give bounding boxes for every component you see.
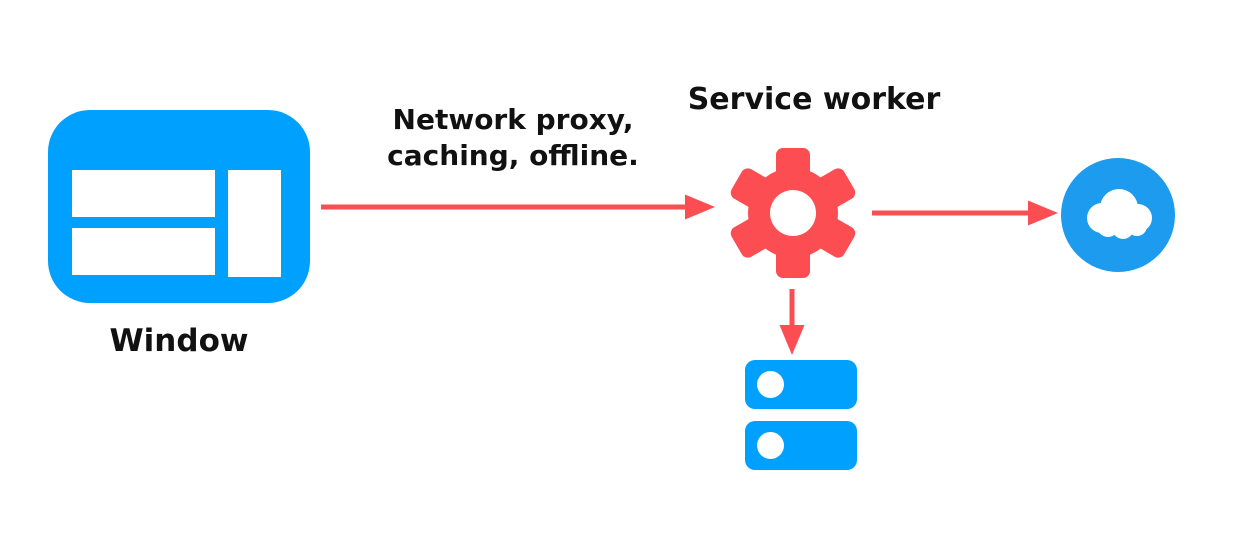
- service-worker-node-label: Service worker: [687, 82, 941, 117]
- storage-stack-icon: [745, 360, 857, 470]
- cloud-icon: [1061, 158, 1175, 272]
- window-node-label: Window: [109, 323, 249, 359]
- storage-disk-bottom: [745, 421, 857, 470]
- storage-disk-indicator: [757, 432, 784, 459]
- storage-disk-top: [745, 360, 857, 409]
- storage-disk-indicator: [757, 371, 784, 398]
- edge-label-network-proxy: Network proxy, caching, offline.: [387, 103, 639, 172]
- window-sidebar-bar: [228, 170, 281, 277]
- gear-icon: [723, 143, 863, 283]
- window-content-bar-bottom: [72, 228, 215, 275]
- browser-window-icon: [48, 110, 310, 303]
- window-content-bar-top: [72, 170, 215, 217]
